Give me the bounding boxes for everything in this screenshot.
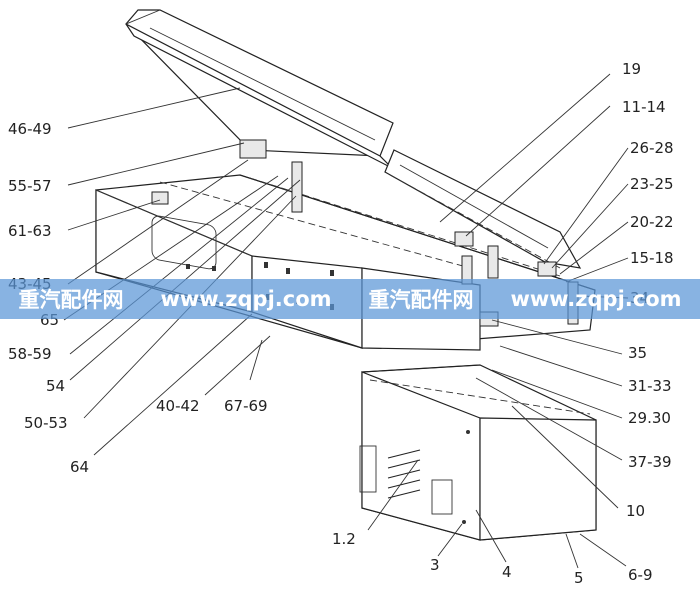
label-15-18: 15-18 <box>630 249 674 267</box>
upper-lid <box>125 9 394 169</box>
label-40-42: 40-42 <box>156 397 200 415</box>
label-11-14: 11-14 <box>622 98 666 116</box>
label-55-57: 55-57 <box>8 177 52 195</box>
label-19: 19 <box>622 60 641 78</box>
label-1-2: 1.2 <box>332 530 356 548</box>
label-46-49: 46-49 <box>8 120 52 138</box>
watermark-url-1: www.zqpj.com <box>160 287 332 311</box>
label-29-30: 29.30 <box>628 409 671 427</box>
lower-box <box>359 364 597 541</box>
label-10: 10 <box>626 502 645 520</box>
label-6-9: 6-9 <box>628 566 653 584</box>
watermark-band: 重汽配件网 www.zqpj.com 重汽配件网 www.zqpj.com <box>0 279 700 319</box>
label-61-63: 61-63 <box>8 222 52 240</box>
label-26-28: 26-28 <box>630 139 674 157</box>
watermark-url-2: www.zqpj.com <box>510 287 682 311</box>
watermark-text-cn-1: 重汽配件网 <box>18 288 124 312</box>
watermark-text-cn-2: 重汽配件网 <box>368 288 474 312</box>
label-4: 4 <box>502 563 512 581</box>
label-3: 3 <box>430 556 440 574</box>
label-50-53: 50-53 <box>24 414 68 432</box>
vent-grille <box>359 445 453 515</box>
upper-box <box>95 174 596 351</box>
label-67-69: 67-69 <box>224 397 268 415</box>
label-20-22: 20-22 <box>630 213 674 231</box>
label-31-33: 31-33 <box>628 377 672 395</box>
label-64: 64 <box>70 458 89 476</box>
label-58-59: 58-59 <box>8 345 52 363</box>
label-54: 54 <box>46 377 65 395</box>
label-23-25: 23-25 <box>630 175 674 193</box>
label-35: 35 <box>628 344 647 362</box>
label-37-39: 37-39 <box>628 453 672 471</box>
right-lid <box>384 149 582 269</box>
label-5: 5 <box>574 569 584 587</box>
